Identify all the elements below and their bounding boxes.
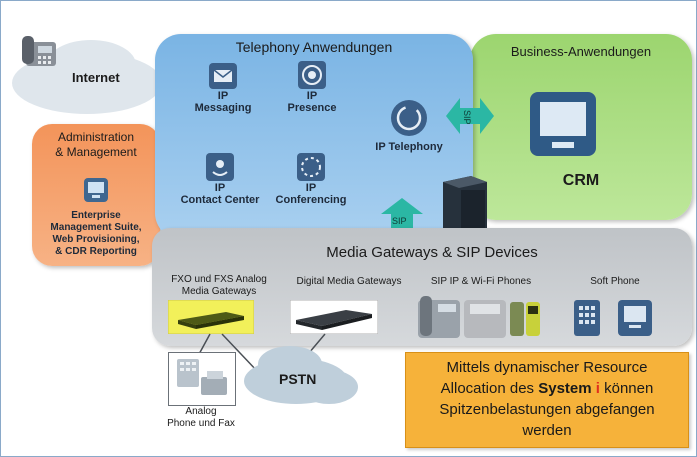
gateway-sip-phones-label: SIP IP & Wi-Fi Phones: [430, 276, 532, 287]
analog-phone-icon: [177, 359, 227, 395]
app-ip-presence: IP Presence: [272, 60, 352, 114]
crm-label: CRM: [562, 172, 600, 189]
sip-label-business: SIP: [462, 110, 472, 125]
administration-region: Administration & Management Enterprise M…: [32, 124, 160, 266]
note-line-4: werden: [522, 422, 572, 439]
media-title: Media Gateways & SIP Devices: [326, 244, 538, 261]
desk-phone-icon: [22, 36, 56, 66]
gateway-soft-phone: Soft Phone: [570, 276, 660, 287]
note-line-2-c: können: [599, 380, 654, 397]
gateway-digital-label: Digital Media Gateways: [296, 276, 402, 287]
business-title: Business-Anwendungen: [510, 44, 652, 59]
ip-telephony-label: IP Telephony: [375, 141, 443, 153]
internet-label: Internet: [72, 70, 120, 85]
phone-globe-icon: [391, 100, 427, 136]
gateway-fxo-fxs-label: FXO und FXS Analog Media Gateways: [171, 274, 267, 297]
note-line-2-a: Allocation des: [440, 380, 539, 397]
app-ip-messaging: IP Messaging: [183, 62, 263, 114]
management-monitor-icon: [84, 178, 108, 202]
envelope-icon: [209, 63, 237, 89]
ip-messaging-label: IP Messaging: [194, 90, 252, 114]
sip-phones-icon: [418, 296, 540, 338]
gateway-digital: Digital Media Gateways: [284, 276, 414, 287]
gateway-soft-phone-label: Soft Phone: [590, 276, 640, 287]
resource-allocation-note: Mittels dynamischer Resource Allocation …: [405, 352, 689, 448]
note-line-3: Spitzenbelastungen abgefangen: [439, 401, 655, 418]
ip-conferencing-label: IP Conferencing: [275, 182, 347, 206]
contact-center-icon: [206, 153, 234, 181]
administration-title: Administration & Management: [55, 130, 137, 159]
sip-label-media: SIP: [392, 216, 407, 226]
app-ip-telephony: IP Telephony: [364, 98, 454, 153]
pstn-label: PSTN: [279, 371, 317, 387]
presence-icon: [298, 61, 326, 89]
analog-label: Analog Phone und Fax: [167, 406, 235, 429]
gateway-fxo-fxs: FXO und FXS Analog Media Gateways: [160, 274, 278, 298]
admin-apps-label: Enterprise Management Suite, Web Provisi…: [50, 210, 142, 257]
analog-gateway-device: [168, 300, 254, 334]
ip-contact-center-label: IP Contact Center: [180, 182, 260, 206]
note-line-1: Mittels dynamischer Resource: [446, 359, 648, 376]
soft-phone-icon: [574, 300, 652, 336]
note-line-2: Allocation des System i können: [406, 378, 688, 399]
digital-gateway-device: [290, 300, 378, 334]
gateway-sip-phones: SIP IP & Wi-Fi Phones: [416, 276, 546, 287]
business-region: Business-Anwendungen CRM: [470, 34, 692, 220]
analog-phone-fax: [168, 352, 236, 406]
note-system-i: System i: [538, 380, 600, 397]
app-ip-contact-center: IP Contact Center: [170, 152, 270, 206]
app-ip-conferencing: IP Conferencing: [266, 152, 356, 206]
server-tower-icon: [443, 176, 487, 234]
sip-connector-business: [446, 98, 494, 134]
crm-monitor-icon: [530, 92, 596, 156]
conference-icon: [297, 153, 325, 181]
telephony-title: Telephony Anwendungen: [235, 39, 393, 55]
ip-presence-label: IP Presence: [287, 90, 337, 114]
